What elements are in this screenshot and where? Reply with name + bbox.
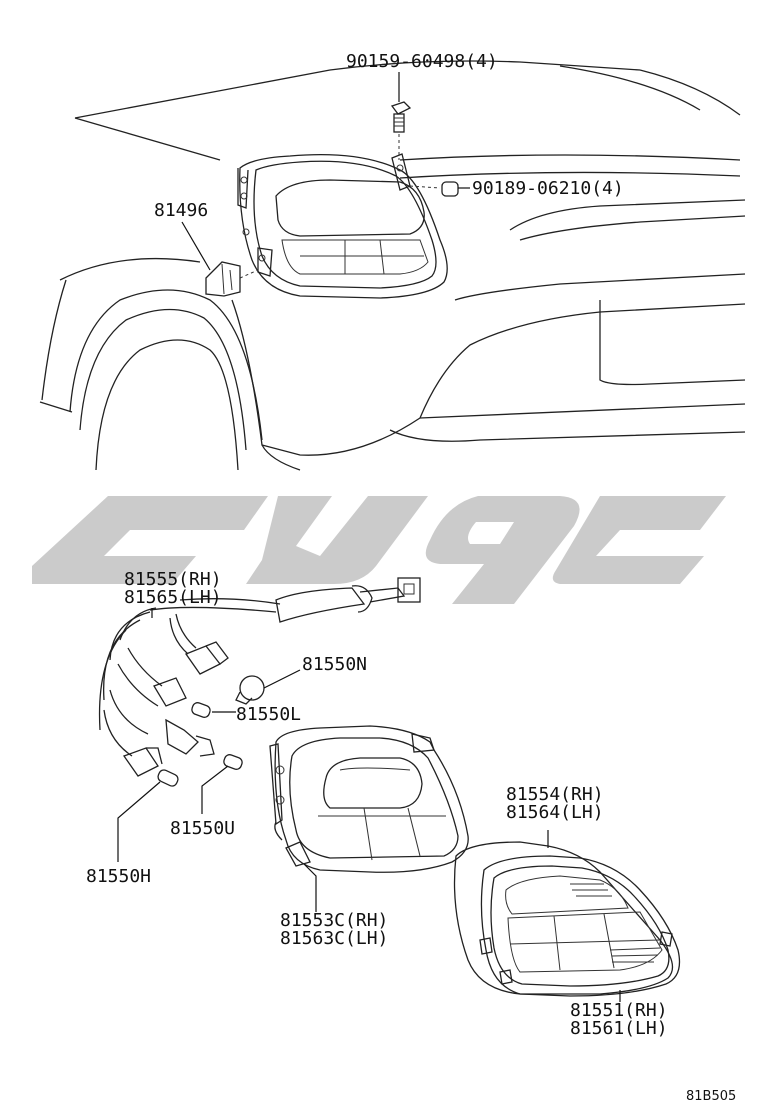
lamp-housing	[269, 725, 469, 873]
label-screw: 90159-60498(4)	[346, 51, 498, 72]
label-bulb-n: 81550N	[302, 654, 367, 675]
bulb-h-icon	[157, 769, 179, 787]
bulb-u-icon	[223, 754, 243, 770]
connector-icon	[205, 261, 259, 297]
label-gasket-rh: 81554(RH)	[506, 784, 604, 805]
leader-lines	[117, 72, 621, 1002]
label-housing-rh: 81553C(RH)	[280, 910, 388, 931]
label-bulb-l: 81550L	[236, 704, 301, 725]
socket-wire-harness	[98, 577, 421, 777]
label-gasket-lh: 81564(LH)	[506, 802, 604, 823]
car-body-outline	[39, 60, 746, 471]
label-bulb-u: 81550U	[170, 818, 235, 839]
figure-code: 81B505	[686, 1089, 736, 1104]
screw-icon	[390, 101, 412, 160]
tail-lamp-installed	[237, 153, 448, 299]
label-socket-wire-rh: 81555(RH)	[124, 569, 222, 590]
bulb-l-icon	[191, 702, 211, 718]
label-socket-wire-lh: 81565(LH)	[124, 587, 222, 608]
label-connector: 81496	[154, 200, 208, 221]
watermark-logo	[32, 496, 726, 604]
label-lens-lh: 81561(LH)	[570, 1018, 668, 1039]
label-clip: 90189-06210(4)	[472, 178, 624, 199]
outer-lens	[479, 855, 681, 997]
gasket	[453, 841, 674, 995]
clip-icon	[409, 181, 459, 197]
bulb-n-icon	[235, 675, 265, 705]
label-bulb-h: 81550H	[86, 866, 151, 887]
label-lens-rh: 81551(RH)	[570, 1000, 668, 1021]
label-housing-lh: 81563C(LH)	[280, 928, 388, 949]
